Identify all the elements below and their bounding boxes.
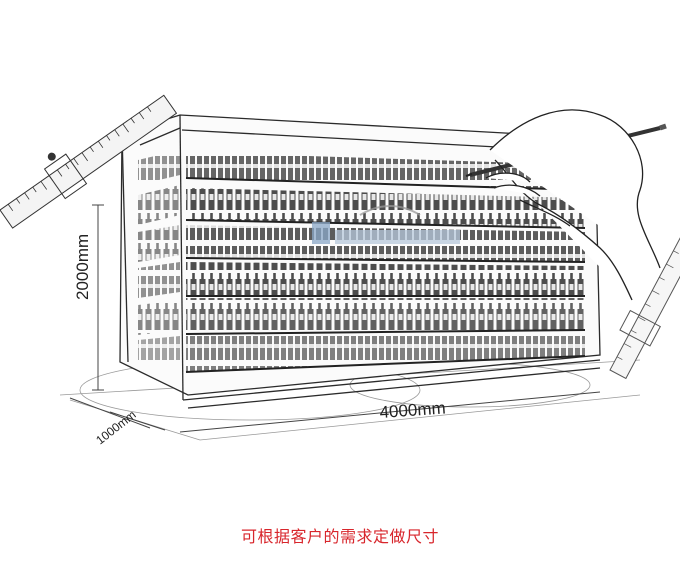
caliper-icon	[609, 236, 680, 380]
side-panel-shelves	[138, 150, 180, 362]
width-label: 4000mm	[379, 398, 446, 422]
watermark-logo	[312, 205, 460, 244]
height-dimension-line	[69, 204, 151, 429]
product-shelves	[185, 152, 586, 373]
depth-dimension-line	[109, 411, 166, 431]
width-dimension-line	[179, 391, 601, 433]
height-label: 2000mm	[73, 234, 92, 300]
hand-with-pencil-icon	[465, 109, 667, 301]
customization-caption: 可根据客户的需求定做尺寸	[240, 527, 439, 546]
ruler-icon	[0, 94, 178, 229]
